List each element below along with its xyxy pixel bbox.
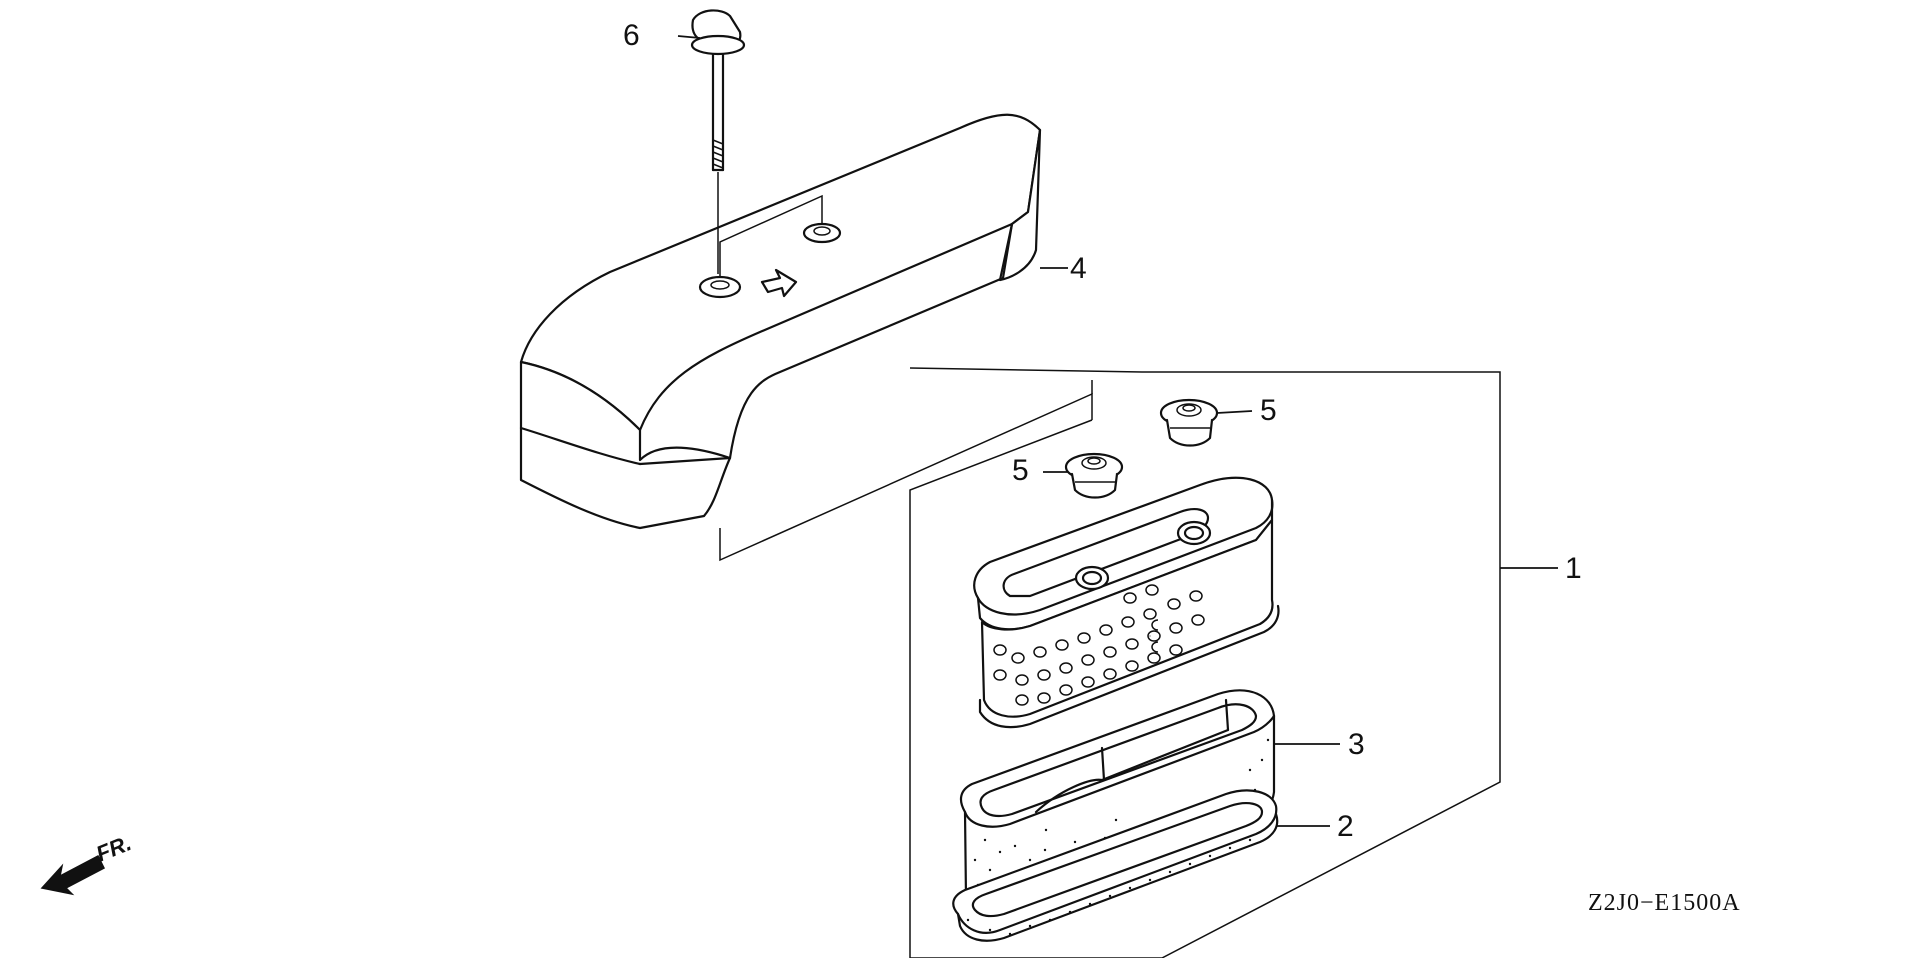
front-direction-label: FR. xyxy=(93,830,135,866)
drawing-code: Z2J0−E1500A xyxy=(1588,890,1741,916)
front-direction-arrow: FR. xyxy=(40,830,135,896)
callout-5-left: 5 xyxy=(1012,454,1029,487)
callout-2: 2 xyxy=(1337,810,1354,843)
callout-3: 3 xyxy=(1348,728,1365,761)
assembly-bracket-1 xyxy=(719,367,1501,958)
paper-filter-element[interactable] xyxy=(973,476,1280,729)
grommet-5b[interactable] xyxy=(1064,452,1124,499)
air-cleaner-cover[interactable] xyxy=(519,113,1042,530)
callout-4: 4 xyxy=(1070,252,1087,285)
callout-5-right: 5 xyxy=(1260,394,1277,427)
wing-bolt[interactable] xyxy=(690,9,746,172)
leader-lines xyxy=(677,35,1558,827)
gasket-texture xyxy=(966,838,1252,936)
callout-1: 1 xyxy=(1565,552,1582,585)
callout-6: 6 xyxy=(623,19,640,52)
grommet-5a[interactable] xyxy=(1159,398,1219,447)
